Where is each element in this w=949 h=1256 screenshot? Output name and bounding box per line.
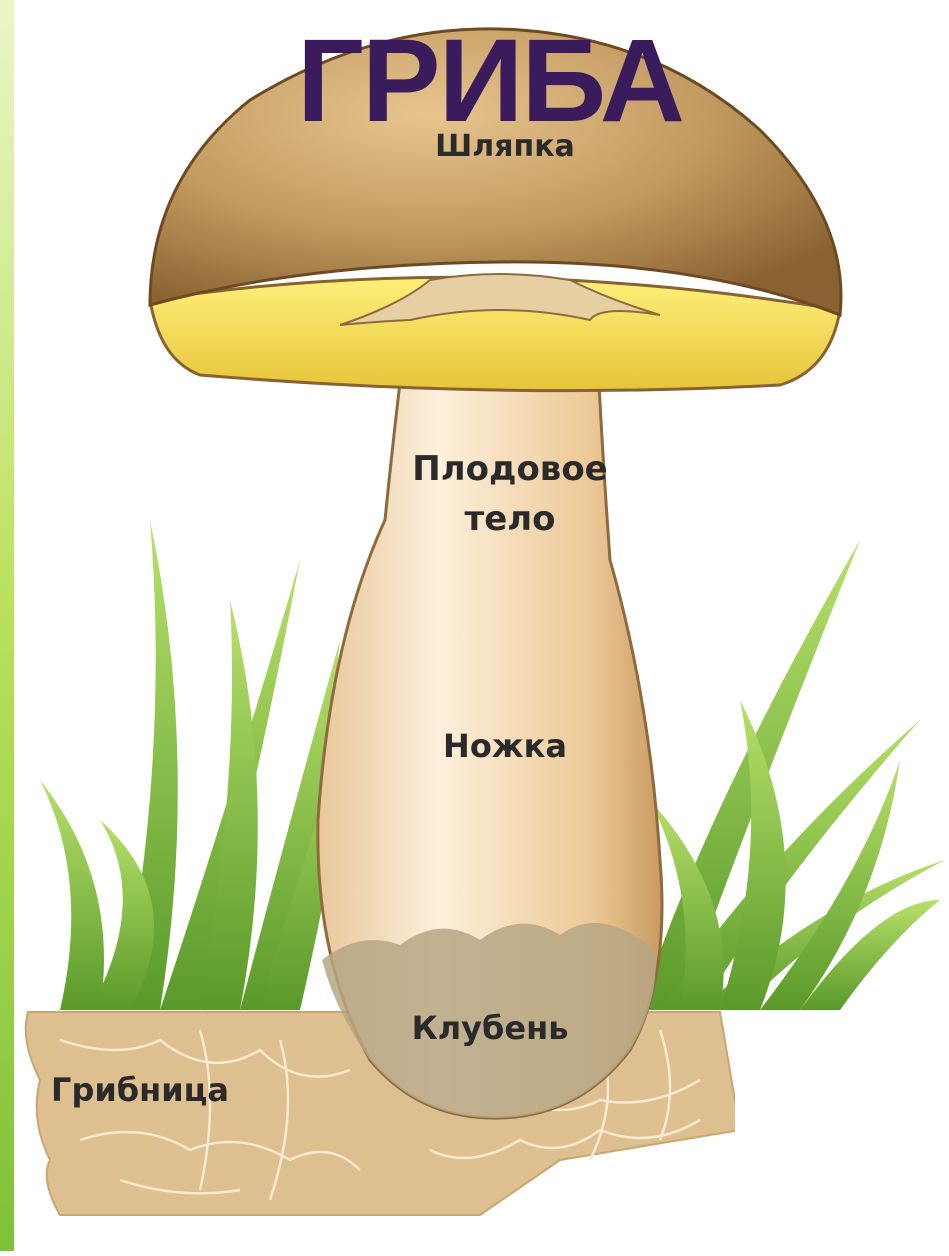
diagram-title: ГРИБА: [240, 22, 740, 140]
label-stem: Ножка: [430, 728, 580, 765]
blank-area: [735, 1020, 949, 1251]
left-edge-background: [0, 0, 14, 1251]
label-fruit-body-line2: тело: [410, 500, 610, 539]
label-cap: Шляпка: [420, 130, 590, 165]
label-fruit-body-line1: Плодовое: [410, 450, 610, 489]
label-mycelium: Грибница: [45, 1072, 235, 1109]
label-tuber: Клубень: [400, 1010, 580, 1047]
